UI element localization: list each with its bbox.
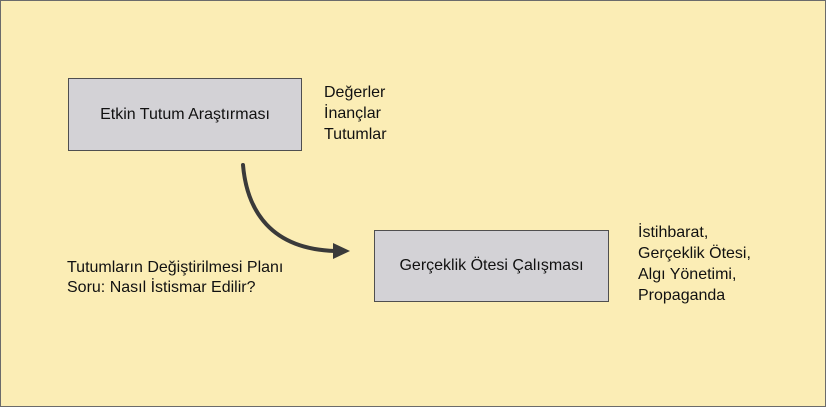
box-etkin-tutum-arastirmasi: Etkin Tutum Araştırması (68, 78, 302, 151)
arrow-head-icon (333, 243, 350, 259)
plan-notes: Tutumların Değiştirilmesi Planı Soru: Na… (67, 258, 283, 298)
research-notes: Değerler İnançlar Tutumlar (324, 82, 387, 145)
note-item: Gerçeklik Ötesi, (638, 245, 751, 262)
curved-arrow-line (241, 163, 337, 253)
reality-notes: İstihbarat, Gerçeklik Ötesi, Algı Yöneti… (638, 222, 751, 306)
note-item: Soru: Nasıl İstismar Edilir? (67, 279, 256, 296)
box-gerceklik-otesi-calismasi: Gerçeklik Ötesi Çalışması (374, 230, 609, 302)
note-item: İnançlar (324, 105, 381, 122)
note-item: Algı Yönetimi, (638, 266, 737, 283)
note-item: Tutumlar (324, 126, 387, 143)
note-item: Tutumların Değiştirilmesi Planı (67, 259, 284, 276)
note-item: İstihbarat, (638, 224, 709, 241)
box-label: Gerçeklik Ötesi Çalışması (399, 257, 584, 274)
box-label: Etkin Tutum Araştırması (100, 105, 270, 123)
note-item: Değerler (324, 84, 386, 101)
note-item: Propaganda (638, 287, 726, 304)
